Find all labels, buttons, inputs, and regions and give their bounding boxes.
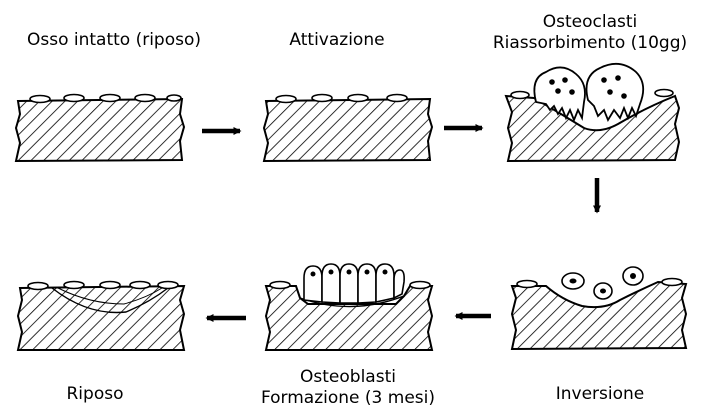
bone-block-activation [264,95,432,162]
bone-block-rest [16,95,184,162]
bone-block-formation [266,264,432,350]
osteoclast-right [587,64,644,120]
bone-block-reversal [512,267,686,349]
bone-block-resorption [506,64,679,161]
bone-block-final-rest [18,282,184,351]
osteoblasts [304,264,404,303]
